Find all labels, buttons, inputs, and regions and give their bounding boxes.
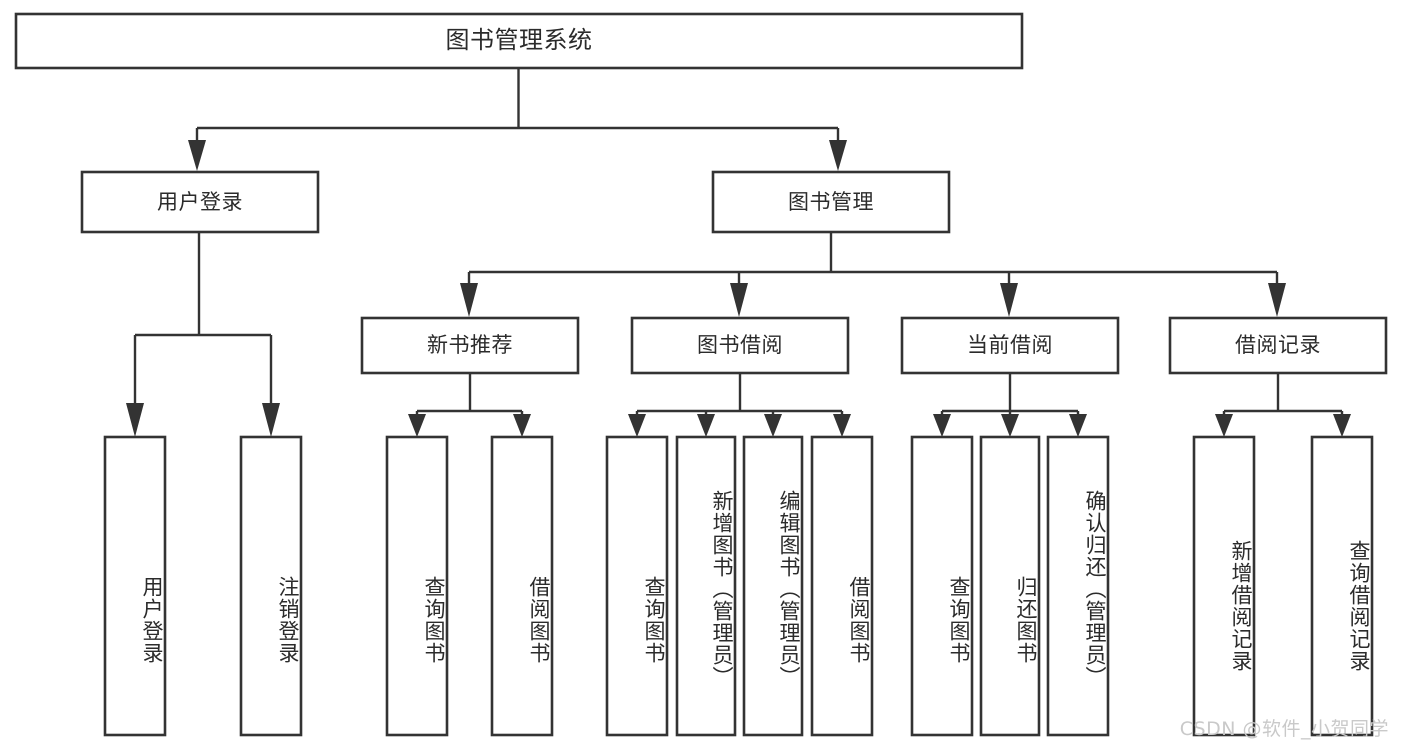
node-box-leaf-current-borrow-2[interactable] — [1046, 435, 1110, 737]
node-box-new-book-recommend[interactable] — [360, 316, 580, 375]
connectors-root-to-level2 — [188, 68, 847, 171]
node-box-leaf-book-borrow-3[interactable] — [810, 435, 874, 737]
node-box-leaf-user-login-1[interactable] — [239, 435, 303, 737]
node-box-leaf-book-borrow-0[interactable] — [605, 435, 669, 737]
node-box-borrow-record[interactable] — [1168, 316, 1388, 375]
node-box-root[interactable] — [14, 12, 1024, 70]
node-box-leaf-new-book-1[interactable] — [490, 435, 554, 737]
connectors-borrow-record-to-leaves — [1215, 373, 1351, 437]
node-box-leaf-current-borrow-1[interactable] — [979, 435, 1041, 737]
node-box-leaf-book-borrow-1[interactable] — [675, 435, 737, 737]
node-box-leaf-book-borrow-2[interactable] — [742, 435, 804, 737]
node-box-user-login[interactable] — [80, 170, 320, 234]
connectors-book-borrow-to-leaves — [628, 373, 851, 437]
connectors-level2-to-level3 — [460, 232, 1286, 317]
node-box-book-borrow[interactable] — [630, 316, 850, 375]
node-box-current-borrow[interactable] — [900, 316, 1120, 375]
node-box-leaf-borrow-record-0[interactable] — [1192, 435, 1256, 737]
node-box-leaf-user-login-0[interactable] — [103, 435, 167, 737]
node-box-leaf-current-borrow-0[interactable] — [910, 435, 974, 737]
node-box-leaf-new-book-0[interactable] — [385, 435, 449, 737]
connectors-new-book-to-leaves — [408, 373, 531, 437]
node-box-book-management[interactable] — [711, 170, 951, 234]
connectors-current-borrow-to-leaves — [933, 373, 1087, 437]
connectors-user-login-to-leaves — [126, 232, 280, 437]
node-box-leaf-borrow-record-1[interactable] — [1310, 435, 1374, 737]
